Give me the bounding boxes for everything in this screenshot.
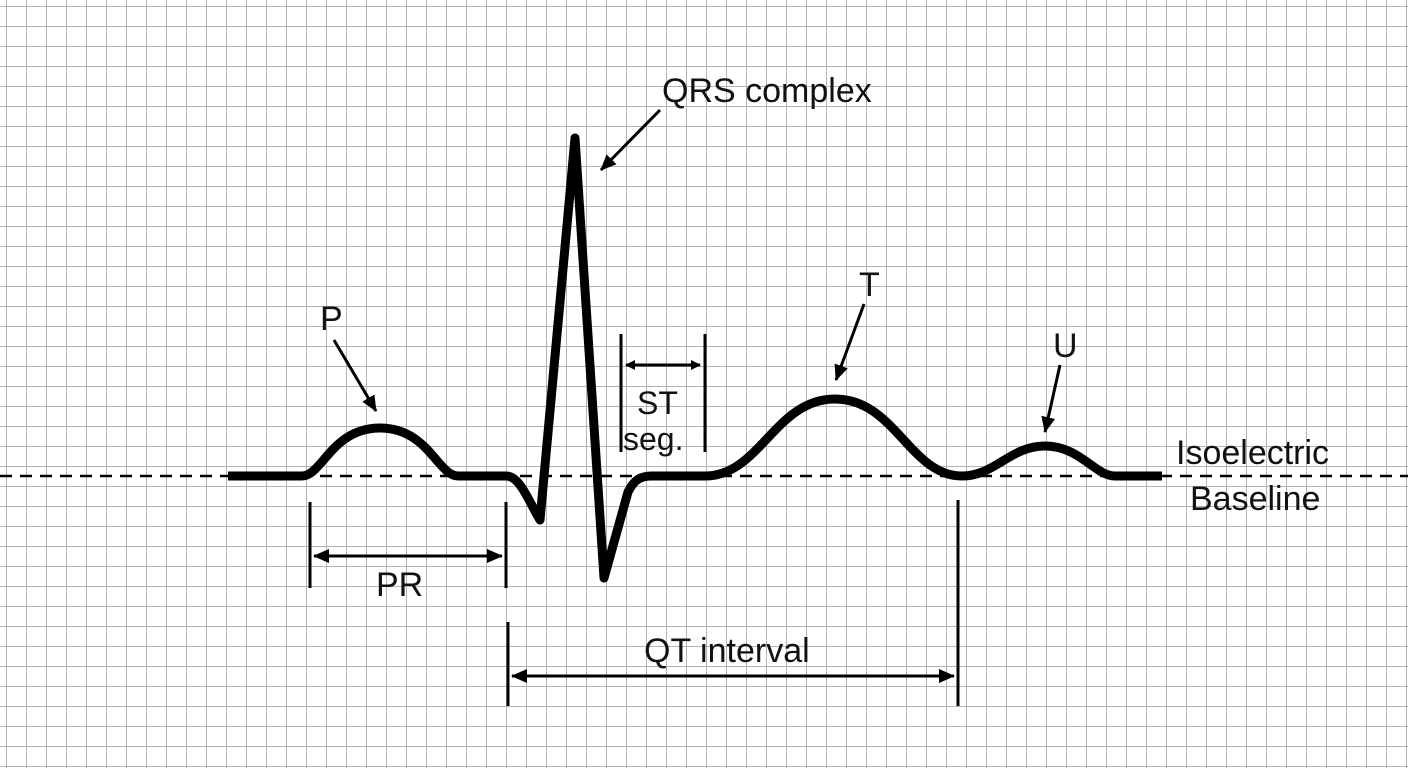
u-wave-arrow: [1041, 364, 1062, 433]
ecg-trace: [228, 133, 1162, 583]
qrs-arrow: [599, 108, 662, 172]
qrs-label: QRS complex: [662, 72, 872, 110]
pr-label: PR: [376, 566, 423, 604]
p-wave-label: P: [320, 300, 343, 338]
u-wave-label: U: [1053, 327, 1078, 365]
qt-label: QT interval: [644, 632, 810, 670]
t-wave-label: T: [859, 266, 880, 304]
t-wave-arrow: [834, 303, 866, 381]
p-wave-arrow: [332, 339, 378, 412]
st-label-line2: seg.: [623, 421, 683, 457]
st-label-line1: ST: [637, 385, 678, 421]
baseline-label-line2: Baseline: [1190, 480, 1320, 518]
baseline-label-line1: Isoelectric: [1176, 434, 1329, 472]
